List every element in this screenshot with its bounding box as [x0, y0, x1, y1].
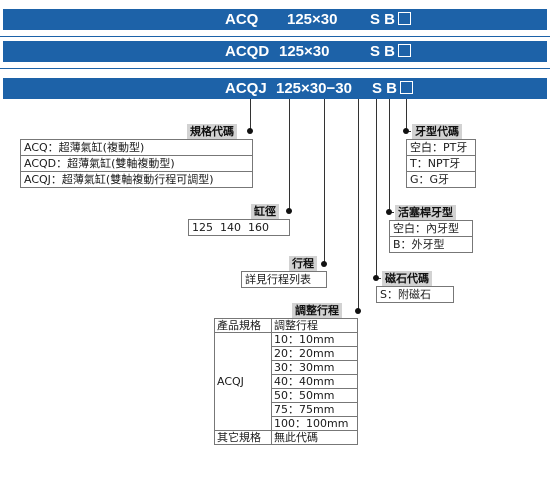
table-row: 75：75mm [215, 402, 358, 417]
connector-dot [373, 275, 379, 281]
connector-dot [386, 209, 392, 215]
table-cell: 無此代碼 [271, 430, 358, 445]
model-size: 125×30 [287, 11, 338, 28]
model-bar-acq: ACQ 125×30 S B [3, 9, 547, 30]
connector-line [389, 99, 390, 213]
table-group-cell: ACQJ [214, 332, 272, 431]
table-header-cell: 產品規格 [214, 318, 272, 333]
connector-dot [286, 208, 292, 214]
stroke-value: 詳見行程列表 [245, 273, 311, 286]
model-size: 125×30 [279, 43, 330, 60]
model-code: ACQJ [225, 80, 267, 97]
model-size: 125×30−30 [276, 80, 352, 97]
divider-line [0, 36, 550, 37]
table-cell: 40：40mm [271, 374, 358, 389]
rod-thread-box: 空白：內牙型 B：外牙型 [389, 220, 473, 253]
connector-dot [247, 128, 253, 134]
table-row: 產品規格 調整行程 [214, 318, 358, 333]
model-bar-acqd: ACQD 125×30 S B [3, 41, 547, 62]
model-bar-acqj: ACQJ 125×30−30 S B [3, 78, 547, 99]
blank-box-icon [400, 81, 414, 94]
adjust-stroke-label: 調整行程 [292, 303, 342, 318]
divider-line [0, 68, 550, 69]
table-cell: 30：30mm [271, 360, 358, 375]
spec-code-item: ACQJ：超薄氣缸(雙軸複動行程可調型) [21, 171, 252, 187]
table-cell: 50：50mm [271, 388, 358, 403]
model-code: ACQD [225, 43, 270, 60]
stroke-label: 行程 [289, 256, 317, 271]
magnet-code-item: S：附磁石 [380, 288, 431, 301]
thread-code-item: T：NPT牙 [407, 155, 475, 171]
connector-line [358, 99, 359, 311]
thread-code-item: G：G牙 [407, 171, 475, 187]
table-row: 其它規格 無此代碼 [214, 430, 358, 445]
model-suffix: S B [372, 78, 414, 99]
table-row: 100：100mm [215, 416, 358, 431]
blank-box-icon [398, 44, 412, 57]
table-row: ACQJ 10：10mm [214, 332, 358, 431]
thread-code-box: 空白：PT牙 T：NPT牙 G：G牙 [406, 139, 476, 188]
bore-value: 125 140 160 [192, 221, 269, 234]
table-row: 30：30mm [215, 360, 358, 375]
connector-dot [403, 128, 409, 134]
table-cell: 20：20mm [271, 346, 358, 361]
connector-line [289, 99, 290, 211]
connector-line [324, 99, 325, 264]
table-cell: 其它規格 [214, 430, 272, 445]
adjust-stroke-table: 產品規格 調整行程 ACQJ 10：10mm 20：20mm 30：30mm 4… [214, 318, 358, 445]
rod-thread-item: 空白：內牙型 [393, 222, 459, 235]
connector-line [250, 99, 251, 131]
connector-line [376, 99, 377, 279]
spec-code-box: ACQ：超薄氣缸(複動型) ACQD：超薄氣缸(雙軸複動型) ACQJ：超薄氣缸… [20, 139, 253, 188]
rod-thread-label: 活塞桿牙型 [395, 205, 456, 220]
rod-thread-item: B：外牙型 [390, 236, 472, 252]
table-cell: 100：100mm [271, 416, 358, 431]
connector-line [406, 99, 407, 132]
bore-box: 125 140 160 [188, 219, 290, 236]
table-row: 40：40mm [215, 374, 358, 389]
connector-dot [321, 261, 327, 267]
stroke-box: 詳見行程列表 [241, 271, 327, 288]
table-cell: 75：75mm [271, 402, 358, 417]
model-code: ACQ [225, 11, 259, 28]
thread-code-item: 空白：PT牙 [410, 141, 468, 154]
model-suffix: S B [370, 9, 412, 30]
bore-label: 缸徑 [251, 204, 279, 219]
table-cell: 10：10mm [271, 332, 358, 347]
blank-box-icon [398, 12, 412, 25]
magnet-code-box: S：附磁石 [376, 286, 454, 303]
thread-code-label: 牙型代碼 [412, 124, 462, 139]
spec-code-label: 規格代碼 [187, 124, 237, 139]
table-header-cell: 調整行程 [271, 318, 358, 333]
model-suffix: S B [370, 41, 412, 62]
magnet-code-label: 磁石代碼 [382, 271, 432, 286]
spec-code-item: ACQ：超薄氣缸(複動型) [24, 141, 145, 154]
spec-code-item: ACQD：超薄氣缸(雙軸複動型) [21, 155, 252, 171]
connector-dot [355, 308, 361, 314]
